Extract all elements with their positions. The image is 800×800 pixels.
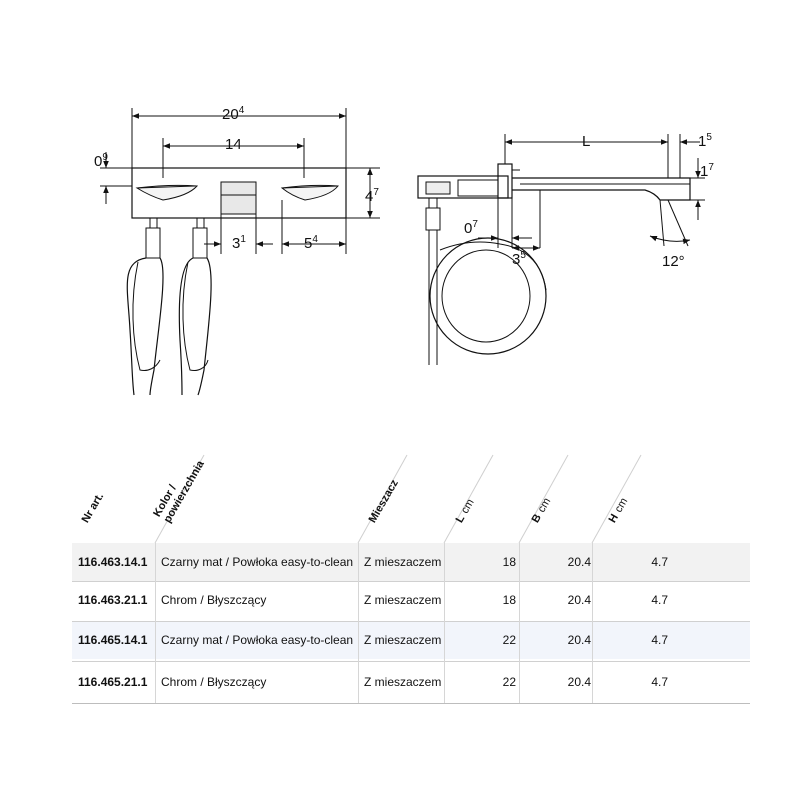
header-slant-lines	[154, 454, 642, 543]
plate-dim-label: 07	[464, 219, 478, 237]
spec-table: Nr art. Kolor / powierzchnia Mieszacz Lc…	[72, 445, 750, 705]
cell-mixer: Z mieszaczem	[364, 555, 442, 569]
row-divider	[72, 621, 750, 622]
cell-color: Chrom / Błyszczący	[161, 593, 267, 607]
tip-dim-label: 15	[698, 132, 712, 150]
cell-color: Chrom / Błyszczący	[161, 675, 267, 689]
table-row: 116.463.21.1 Chrom / Błyszczący Z miesza…	[72, 581, 750, 619]
cell-l: 18	[502, 593, 516, 607]
col-divider	[519, 543, 520, 703]
handle-spacing-label: 14	[225, 136, 242, 153]
side-dim-labels: L 15 17 07 35 12°	[464, 132, 714, 270]
cell-b: 20.4	[567, 593, 591, 607]
side-view	[417, 134, 705, 365]
technical-drawing: 204 14 09 47 31 54	[94, 105, 714, 396]
cell-mixer: Z mieszaczem	[364, 593, 442, 607]
cell-l: 22	[502, 633, 516, 647]
cell-nr: 116.465.21.1	[78, 675, 148, 689]
height-dim-label: 47	[365, 187, 379, 205]
depth-dim-label: 35	[512, 250, 526, 268]
width-total-label: 204	[222, 105, 245, 123]
table-row: 116.463.14.1 Czarny mat / Powłoka easy-t…	[72, 543, 750, 581]
col-divider	[444, 543, 445, 703]
table-row: 116.465.14.1 Czarny mat / Powłoka easy-t…	[72, 621, 750, 659]
row-divider	[72, 703, 750, 704]
center-dim-label: 31	[232, 234, 246, 252]
col-divider	[358, 543, 359, 703]
cell-nr: 116.463.14.1	[78, 555, 148, 569]
cell-mixer: Z mieszaczem	[364, 675, 442, 689]
row-divider	[72, 581, 750, 582]
cell-l: 22	[502, 675, 516, 689]
cell-nr: 116.465.14.1	[78, 633, 148, 647]
length-label: L	[582, 133, 590, 150]
cell-color: Czarny mat / Powłoka easy-to-clean	[161, 633, 354, 647]
cell-color: Czarny mat / Powłoka easy-to-clean	[161, 555, 354, 569]
handle-dim-label: 54	[304, 234, 318, 252]
cell-b: 20.4	[567, 675, 591, 689]
col-divider	[592, 543, 593, 703]
cell-l: 18	[502, 555, 516, 569]
cell-h: 4.7	[651, 633, 668, 647]
cell-h: 4.7	[651, 593, 668, 607]
top-offset-label: 09	[94, 152, 108, 170]
cell-h: 4.7	[651, 675, 668, 689]
tip-height-label: 17	[700, 162, 714, 180]
cell-b: 20.4	[567, 633, 591, 647]
col-divider	[155, 543, 156, 703]
cell-nr: 116.463.21.1	[78, 593, 148, 607]
cell-mixer: Z mieszaczem	[364, 633, 442, 647]
table-header: Nr art. Kolor / powierzchnia Mieszacz Lc…	[72, 445, 750, 543]
cell-h: 4.7	[651, 555, 668, 569]
table-row: 116.465.21.1 Chrom / Błyszczący Z miesza…	[72, 663, 750, 701]
front-view	[100, 108, 380, 396]
front-dim-labels: 204 14 09 47 31 54	[94, 105, 379, 252]
cell-b: 20.4	[567, 555, 591, 569]
angle-label: 12°	[662, 253, 685, 270]
row-divider	[72, 661, 750, 662]
